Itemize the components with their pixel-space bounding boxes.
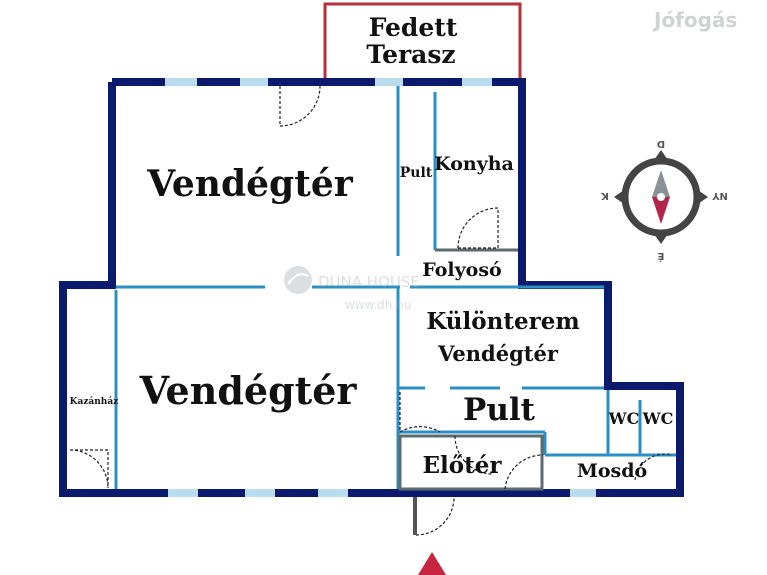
compass-icon (614, 150, 708, 244)
watermark: DUNA HOUSE www.dh.hu (284, 266, 420, 312)
label-boiler: Kazánház (70, 396, 119, 407)
compass-east: NY (711, 190, 727, 201)
compass-west: K (600, 190, 609, 201)
label-wc2: WC (642, 409, 674, 428)
compass-north: D (657, 138, 665, 149)
label-counter: Pult (463, 392, 536, 428)
label-wc1: WC (608, 409, 640, 428)
label-entrance: Előtér (423, 452, 503, 479)
label-corridor: Folyosó (422, 259, 501, 281)
label-kitchen: Konyha (434, 153, 514, 175)
label-private-room-line1: Különterem (426, 308, 579, 335)
interior-walls (114, 86, 676, 489)
label-counter-small: Pult (400, 165, 433, 181)
outer-wall (59, 78, 684, 497)
watermark-agency: DUNA HOUSE (318, 273, 420, 291)
entrance-box (398, 434, 544, 491)
site-watermark: Jófogás (652, 8, 737, 32)
entry-arrow-icon (418, 552, 446, 575)
label-dining-lower: Vendégtér (139, 368, 358, 413)
label-terrace-line2: Terasz (366, 40, 455, 69)
entry-door-leaf (413, 497, 417, 535)
label-terrace-line1: Fedett (369, 13, 458, 42)
label-dining-upper: Vendégtér (146, 163, 353, 205)
label-private-room-line2: Vendégtér (437, 341, 559, 366)
label-washroom: Mosdó (577, 460, 647, 482)
compass-south: É (657, 250, 664, 263)
watermark-url: www.dh.hu (345, 298, 411, 312)
windows (165, 78, 596, 497)
